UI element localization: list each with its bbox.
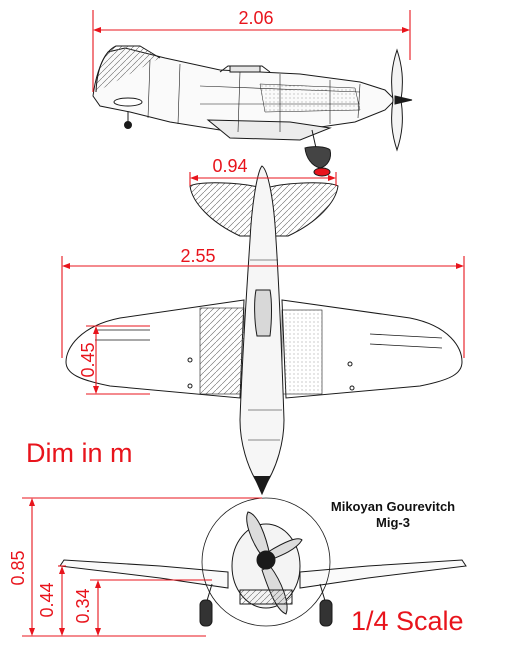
units-note: Dim in m xyxy=(26,438,133,468)
front-view xyxy=(59,497,467,627)
top-view xyxy=(65,165,463,496)
dim-height-mid-label: 0.44 xyxy=(37,582,57,617)
front-prop-disc xyxy=(201,497,331,627)
side-tail-fin xyxy=(95,45,161,93)
top-tailplane xyxy=(189,182,263,237)
aircraft-model: Mig-3 xyxy=(376,515,410,530)
side-tail-wheel xyxy=(124,121,132,129)
scale-label: 1/4 Scale xyxy=(351,606,464,636)
front-right-wheel xyxy=(319,599,333,627)
side-main-gear xyxy=(311,129,317,149)
dim-chord-label: 0.45 xyxy=(78,342,98,377)
front-left-wheel xyxy=(199,599,213,627)
aircraft-maker: Mikoyan Gourevitch xyxy=(331,499,455,514)
top-wing-right xyxy=(281,299,463,399)
dim-gear-label: 0.34 xyxy=(73,588,93,623)
dim-tailplane-label: 0.94 xyxy=(212,156,247,176)
dim-length-label: 2.06 xyxy=(238,8,273,28)
dimension-lines xyxy=(22,10,465,637)
front-wing-right xyxy=(299,559,467,589)
dim-wingspan-label: 2.55 xyxy=(180,246,215,266)
side-view xyxy=(92,45,413,177)
top-wing-left xyxy=(65,299,245,399)
dim-height-label: 0.85 xyxy=(8,550,28,585)
